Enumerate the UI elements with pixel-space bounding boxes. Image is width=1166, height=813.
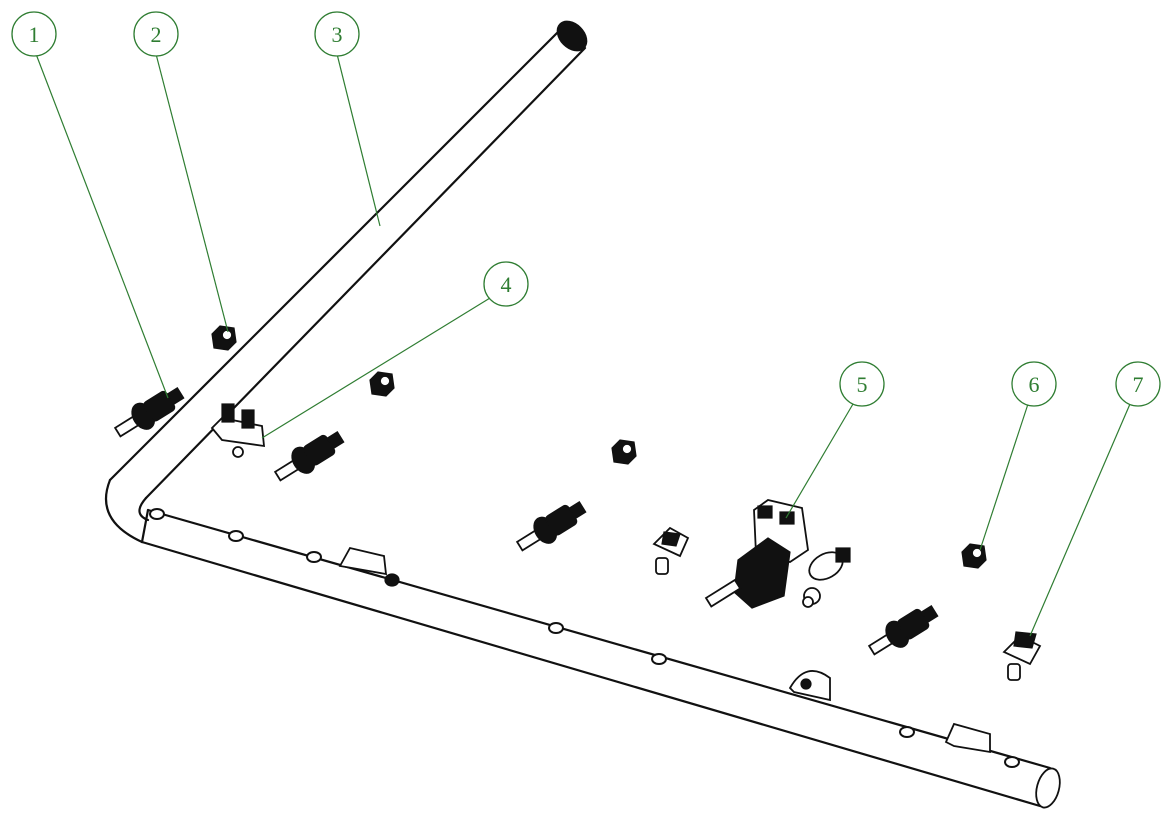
outlet-hole (384, 573, 400, 587)
callout-6: 6 (1011, 361, 1057, 407)
callout-label: 3 (332, 22, 343, 47)
callout-4: 4 (483, 261, 529, 307)
pipe-end (1035, 767, 1061, 809)
leader-line-6 (979, 403, 1029, 551)
pipe-end-cap (556, 20, 588, 52)
outlet-hole (306, 551, 322, 563)
callout-label: 6 (1029, 372, 1040, 397)
callout-5: 5 (839, 361, 885, 407)
outlet-hole (548, 622, 564, 634)
valve (515, 501, 587, 552)
nut (611, 439, 637, 465)
elbow-fitting (652, 526, 690, 575)
fitting-part-4 (210, 403, 266, 458)
leader-lines (35, 53, 1131, 637)
leader-line-7 (1029, 403, 1131, 637)
gas-pipe (105, 20, 1061, 809)
pipe-outlets (149, 508, 1020, 768)
callout-label: 4 (501, 272, 512, 297)
callout-label: 5 (857, 372, 868, 397)
mounting-bracket (338, 546, 991, 754)
elbow-fitting-part-7 (1002, 631, 1042, 681)
callout-label: 2 (151, 22, 162, 47)
leader-line-3 (336, 53, 381, 227)
valve (273, 431, 345, 482)
callout-label: 7 (1133, 372, 1144, 397)
thermostat-valve-part-5 (704, 499, 851, 609)
nut-part-6 (961, 543, 987, 569)
outlet-hole (1004, 756, 1020, 768)
leader-line-1 (35, 53, 169, 399)
outlet-hole (228, 530, 244, 542)
valve-part-1 (113, 387, 185, 438)
leader-line-2 (155, 53, 229, 333)
outlet-hole (651, 653, 667, 665)
valve (867, 605, 939, 656)
callout-3: 3 (314, 11, 360, 57)
leader-line-4 (261, 297, 491, 439)
nut-part-2 (211, 325, 237, 351)
outlet-hole (899, 726, 915, 738)
callout-label: 1 (29, 22, 40, 47)
leader-line-5 (785, 403, 854, 519)
nut (369, 371, 395, 397)
callout-7: 7 (1115, 361, 1161, 407)
outlet-hole (149, 508, 165, 520)
callout-2: 2 (133, 11, 179, 57)
callout-1: 1 (11, 11, 57, 57)
